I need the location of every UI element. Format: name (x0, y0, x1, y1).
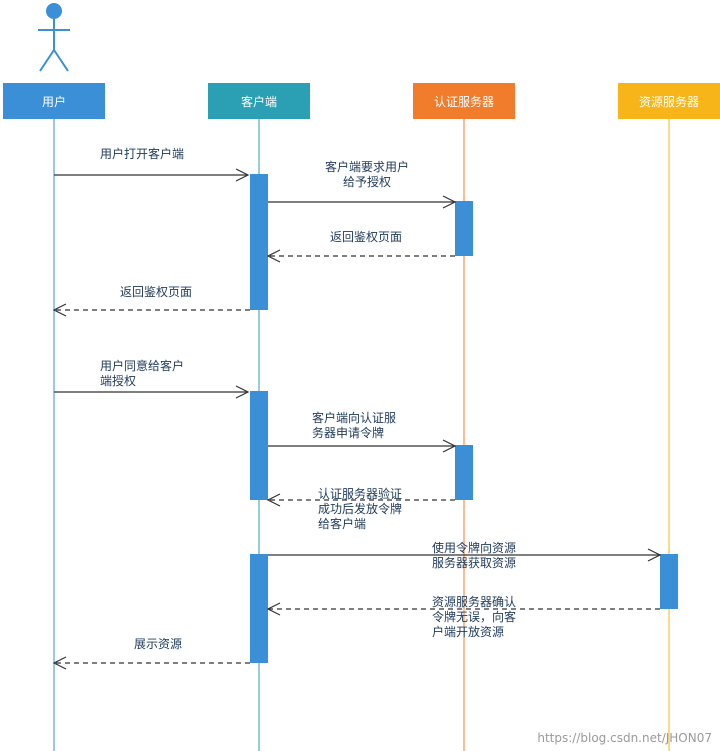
participant-user: 用户 (3, 83, 105, 119)
actor-leg-right (53, 49, 69, 72)
arrowhead-icon (235, 168, 250, 182)
participant-client: 客户端 (208, 83, 310, 119)
arrowhead-icon (266, 493, 281, 507)
arrowhead-icon (52, 656, 67, 670)
message-label: 认证服务器验证成功后发放令牌给客户端 (318, 487, 403, 531)
arrowhead-icon (52, 303, 67, 317)
arrowhead-icon (266, 602, 281, 616)
arrowhead-icon (266, 249, 281, 263)
message-label: 客户端向认证服务器申请令牌 (312, 411, 397, 440)
activation-bar (455, 445, 473, 500)
actor-head-icon (46, 3, 62, 19)
activation-bar (660, 554, 678, 609)
arrowhead-icon (442, 195, 457, 209)
arrowhead-icon (647, 548, 662, 562)
arrowhead-icon (235, 385, 250, 399)
arrowhead-icon (442, 439, 457, 453)
message-label: 用户打开客户端 (100, 147, 185, 161)
message-label: 返回鉴权页面 (330, 230, 403, 244)
message-label: 资源服务器确认令牌无误，向客户端开放资源 (432, 595, 517, 639)
message-label: 展示资源 (134, 637, 183, 651)
message-label: 用户同意给客户端授权 (100, 359, 185, 388)
message-label: 客户端要求用户给予授权 (324, 160, 409, 189)
message-label: 返回鉴权页面 (120, 285, 193, 299)
watermark: https://blog.csdn.net/JHON07 (537, 731, 712, 745)
participant-resource-server: 资源服务器 (618, 83, 720, 119)
actor-leg-left (39, 49, 55, 72)
activation-bar (250, 554, 268, 663)
participant-auth-server: 认证服务器 (413, 83, 515, 119)
activation-bar (250, 174, 268, 310)
message-label: 使用令牌向资源服务器获取资源 (432, 541, 517, 570)
activation-bar (250, 391, 268, 500)
activation-bar (455, 201, 473, 256)
